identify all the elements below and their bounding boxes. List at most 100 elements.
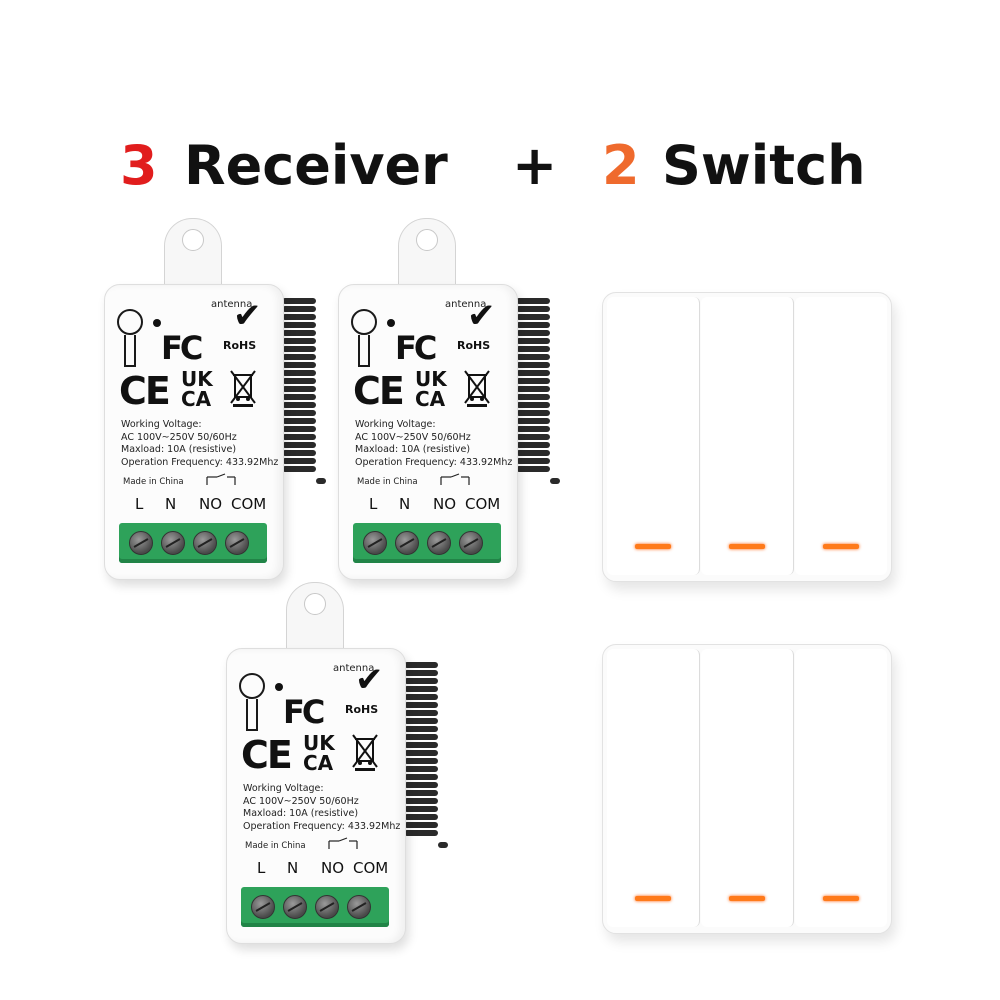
headline: 3 Receiver + 2 Switch: [0, 128, 1000, 204]
ukca-line-2: CA: [181, 387, 212, 411]
plus-sign: +: [512, 134, 558, 197]
antenna-coil: [282, 298, 326, 484]
hanger-hole: [416, 229, 438, 251]
wall-switch: [602, 292, 892, 582]
indicator-dot: [153, 319, 161, 327]
receiver-word: Receiver: [184, 134, 448, 197]
coil-turn: [516, 458, 550, 464]
hanger-tab: [164, 218, 222, 289]
keyhole-stem: [124, 335, 136, 367]
spec-text: Working Voltage: AC 100V~250V 50/60Hz Ma…: [243, 783, 403, 833]
weee-bin-icon: [464, 370, 490, 407]
led-indicator: [729, 896, 765, 901]
terminal-label-no: NO: [199, 495, 223, 513]
check-icon: ✔: [355, 660, 384, 700]
receiver-module: antenna FC ✔ RoHS CE UK CA Working Volta…: [104, 218, 344, 580]
switch-word: Switch: [662, 134, 866, 197]
coil-turn: [282, 410, 316, 416]
led-indicator: [635, 896, 671, 901]
receiver-body: antenna FC ✔ RoHS CE UK CA Working Volta…: [226, 648, 406, 944]
coil-turn: [282, 338, 316, 344]
coil-turn: [282, 466, 316, 472]
receiver-module: antenna FC ✔ RoHS CE UK CA Working Volta…: [226, 582, 466, 944]
coil-turn: [404, 750, 438, 756]
weee-bin-icon: [352, 734, 378, 771]
coil-turn: [282, 330, 316, 336]
ce-mark: CE: [119, 369, 171, 413]
coil-turn: [516, 418, 550, 424]
coil-turn: [516, 370, 550, 376]
hanger-tab: [286, 582, 344, 653]
coil-turn: [516, 346, 550, 352]
antenna-label: antenna: [445, 299, 487, 310]
antenna-coil: [404, 662, 448, 848]
coil-turn: [516, 338, 550, 344]
coil-turn: [516, 402, 550, 408]
switch-gang: [607, 649, 700, 927]
coil-turn: [404, 742, 438, 748]
screw-icon: [395, 531, 419, 555]
spec-line: Operation Frequency: 433.92Mhz: [355, 456, 513, 468]
spec-text: Working Voltage: AC 100V~250V 50/60Hz Ma…: [121, 419, 281, 469]
coil-turn: [282, 450, 316, 456]
coil-turn: [404, 758, 438, 764]
coil-turn: [404, 774, 438, 780]
coil-turn: [282, 322, 316, 328]
fc-mark: FC: [161, 329, 203, 367]
screw-icon: [193, 531, 217, 555]
coil-turn: [404, 694, 438, 700]
terminal-labels: L N NO COM: [121, 495, 271, 513]
keyhole-stem: [246, 699, 258, 731]
coil-turn: [516, 354, 550, 360]
ukca-line-1: UK: [181, 367, 213, 391]
relay-contact-icon: [206, 473, 236, 485]
coil-turn: [282, 298, 316, 304]
coil-turn: [404, 710, 438, 716]
screw-icon: [251, 895, 275, 919]
hanger-hole: [304, 593, 326, 615]
coil-turn: [282, 378, 316, 384]
coil-tail: [316, 478, 326, 484]
spec-line: AC 100V~250V 50/60Hz: [355, 431, 471, 443]
made-in-label: Made in China: [357, 477, 418, 487]
coil-turn: [404, 718, 438, 724]
led-indicator: [729, 544, 765, 549]
relay-contact-icon: [440, 473, 470, 485]
terminal-label-l: L: [135, 495, 144, 513]
coil-turn: [516, 378, 550, 384]
coil-turn: [282, 314, 316, 320]
spec-line: Operation Frequency: 433.92Mhz: [121, 456, 279, 468]
switch-gang: [701, 649, 794, 927]
coil-turn: [282, 354, 316, 360]
coil-turn: [282, 418, 316, 424]
made-in-label: Made in China: [245, 841, 306, 851]
coil-turn: [404, 734, 438, 740]
spec-line: Working Voltage:: [355, 419, 436, 430]
antenna-label: antenna: [211, 299, 253, 310]
coil-turn: [516, 466, 550, 472]
coil-turn: [404, 702, 438, 708]
coil-tail: [550, 478, 560, 484]
coil-turn: [404, 678, 438, 684]
weee-bin-icon: [230, 370, 256, 407]
made-in-label: Made in China: [123, 477, 184, 487]
receiver-count: 3: [120, 134, 158, 197]
coil-turn: [282, 386, 316, 392]
coil-turn: [282, 426, 316, 432]
terminal-label-n: N: [287, 859, 299, 877]
antenna-label: antenna: [333, 663, 375, 674]
rohs-mark: RoHS: [457, 339, 491, 352]
keyhole-icon: [351, 309, 377, 335]
ukca-mark: UK CA: [303, 733, 343, 773]
coil-turn: [516, 410, 550, 416]
keyhole-icon: [117, 309, 143, 335]
coil-turn: [282, 394, 316, 400]
check-icon: ✔: [233, 296, 262, 336]
screw-icon: [315, 895, 339, 919]
coil-turn: [516, 450, 550, 456]
coil-turn: [404, 830, 438, 836]
coil-turn: [516, 386, 550, 392]
terminal-label-no: NO: [321, 859, 345, 877]
coil-turn: [282, 370, 316, 376]
coil-turn: [516, 426, 550, 432]
